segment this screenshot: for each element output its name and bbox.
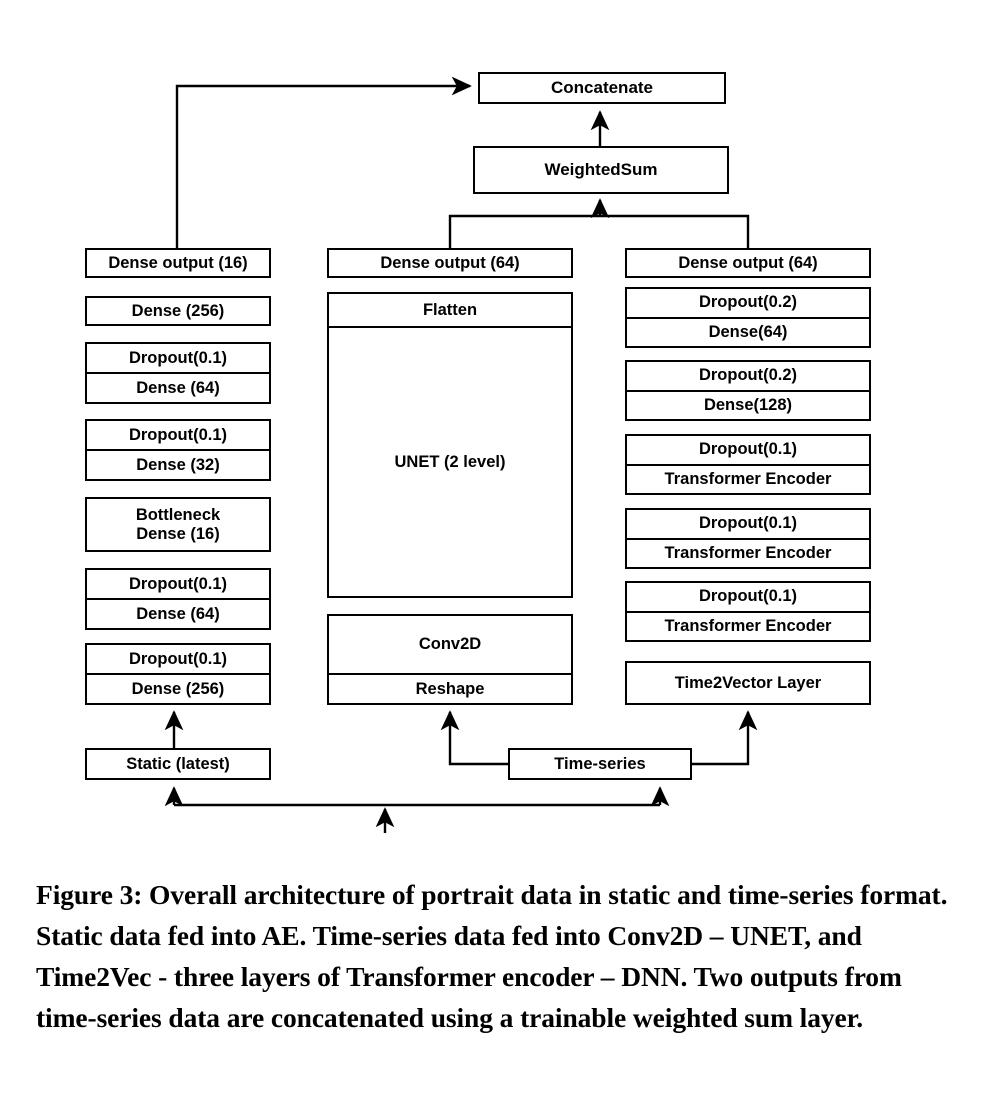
figure-caption: Figure 3: Overall architecture of portra…: [36, 879, 948, 1033]
node-middle-unet[interactable]: UNET (2 level): [329, 326, 571, 596]
node-label: Transformer Encoder: [664, 543, 832, 562]
group-middle-conv2d-reshape[interactable]: Conv2D Reshape: [327, 614, 573, 705]
group-right-encoder-3[interactable]: Dropout(0.1) Transformer Encoder: [625, 581, 871, 642]
edge-timeseries-to-time2vector: [692, 710, 758, 766]
node-label: Dropout(0.1): [128, 348, 228, 367]
node-label: Dense output (64): [678, 253, 818, 272]
edge-timeseries-to-reshape: [440, 710, 508, 766]
node-left-dropout-2[interactable]: Dropout(0.1): [87, 421, 269, 449]
node-right-transformer-encoder-1[interactable]: Transformer Encoder: [627, 463, 869, 494]
node-middle-reshape[interactable]: Reshape: [329, 673, 571, 703]
node-left-dropout-3[interactable]: Dropout(0.1): [87, 570, 269, 598]
node-label: Transformer Encoder: [664, 616, 832, 635]
node-left-dropout-4[interactable]: Dropout(0.1): [87, 645, 269, 673]
node-label: Dense(128): [703, 395, 793, 414]
node-label: UNET (2 level): [394, 452, 506, 471]
node-middle-conv2d[interactable]: Conv2D: [329, 616, 571, 673]
node-label: Flatten: [422, 300, 478, 319]
group-right-dropout-dense-128[interactable]: Dropout(0.2) Dense(128): [625, 360, 871, 421]
node-label: Dropout(0.1): [128, 425, 228, 444]
group-right-encoder-1[interactable]: Dropout(0.1) Transformer Encoder: [625, 434, 871, 495]
edge-dense16-to-concatenate: [175, 76, 472, 248]
group-right-dropout-dense-64[interactable]: Dropout(0.2) Dense(64): [625, 287, 871, 348]
node-bottleneck-dense-label: Dense (16): [136, 524, 220, 543]
node-label: Dense (64): [136, 604, 220, 623]
node-concatenate[interactable]: Concatenate: [478, 72, 726, 104]
node-right-dropout-c[interactable]: Dropout(0.1): [627, 436, 869, 464]
node-label: Reshape: [415, 679, 485, 698]
node-right-dense-128[interactable]: Dense(128): [627, 389, 869, 420]
node-label: Dense(64): [708, 322, 788, 341]
node-right-time2vector-layer[interactable]: Time2Vector Layer: [625, 661, 871, 705]
node-middle-flatten[interactable]: Flatten: [329, 294, 571, 326]
edge-unet-output-to-bus: [448, 214, 750, 248]
node-label: Conv2D: [418, 635, 482, 654]
node-right-dense-64[interactable]: Dense(64): [627, 316, 869, 347]
node-right-dropout-a[interactable]: Dropout(0.2): [627, 289, 869, 317]
node-right-transformer-encoder-2[interactable]: Transformer Encoder: [627, 537, 869, 568]
node-right-dense-output-64[interactable]: Dense output (64): [625, 248, 871, 278]
node-left-dense-output-16[interactable]: Dense output (16): [85, 248, 271, 278]
node-left-dense-64-a[interactable]: Dense (64): [87, 372, 269, 402]
node-timeseries-input[interactable]: Time-series: [508, 748, 692, 780]
node-label: Dropout(0.2): [698, 293, 798, 312]
node-right-dropout-d[interactable]: Dropout(0.1): [627, 510, 869, 538]
node-label: Static (latest): [126, 754, 230, 773]
node-middle-dense-output-64[interactable]: Dense output (64): [327, 248, 573, 278]
group-left-dropout-dense-64-a[interactable]: Dropout(0.1) Dense (64): [85, 342, 271, 404]
connector-layer: [164, 76, 758, 833]
group-left-dropout-dense-32[interactable]: Dropout(0.1) Dense (32): [85, 419, 271, 481]
node-label: Dropout(0.2): [698, 366, 798, 385]
group-left-dropout-dense-64-b[interactable]: Dropout(0.1) Dense (64): [85, 568, 271, 630]
node-label: Time-series: [554, 754, 646, 773]
group-middle-flatten-unet[interactable]: Flatten UNET (2 level): [327, 292, 573, 598]
node-right-dropout-e[interactable]: Dropout(0.1): [627, 583, 869, 611]
node-static-input[interactable]: Static (latest): [85, 748, 271, 780]
group-left-dropout-dense-256[interactable]: Dropout(0.1) Dense (256): [85, 643, 271, 705]
node-left-dense-256-top[interactable]: Dense (256): [85, 296, 271, 326]
node-label: Time2Vector Layer: [674, 673, 822, 692]
node-label: Dropout(0.1): [128, 574, 228, 593]
node-label: Dense (64): [136, 378, 220, 397]
node-label: Dropout(0.1): [698, 587, 798, 606]
node-label: Transformer Encoder: [664, 469, 832, 488]
node-left-dense-32[interactable]: Dense (32): [87, 449, 269, 479]
node-left-dropout-1[interactable]: Dropout(0.1): [87, 344, 269, 372]
node-label: Dense (32): [136, 455, 220, 474]
node-right-dropout-b[interactable]: Dropout(0.2): [627, 362, 869, 390]
architecture-diagram: Concatenate WeightedSum Dense output (16…: [85, 72, 871, 833]
group-right-encoder-2[interactable]: Dropout(0.1) Transformer Encoder: [625, 508, 871, 569]
node-right-transformer-encoder-3[interactable]: Transformer Encoder: [627, 610, 869, 641]
node-label: Dense output (16): [108, 253, 248, 272]
node-label: Dense (256): [131, 301, 225, 320]
node-left-dense-256-bottom[interactable]: Dense (256): [87, 673, 269, 703]
node-bottleneck-label: Bottleneck: [135, 505, 221, 524]
node-label: Dense output (64): [380, 253, 520, 272]
node-weightedsum[interactable]: WeightedSum: [473, 146, 729, 194]
node-left-bottleneck[interactable]: Bottleneck Dense (16): [85, 497, 271, 552]
node-left-dense-64-b[interactable]: Dense (64): [87, 598, 269, 628]
node-label: Dropout(0.1): [698, 514, 798, 533]
node-label: Dense (256): [131, 679, 225, 698]
node-label: Dropout(0.1): [128, 649, 228, 668]
node-weightedsum-label: WeightedSum: [544, 160, 658, 180]
node-concatenate-label: Concatenate: [550, 78, 654, 98]
node-label: Dropout(0.1): [698, 440, 798, 459]
